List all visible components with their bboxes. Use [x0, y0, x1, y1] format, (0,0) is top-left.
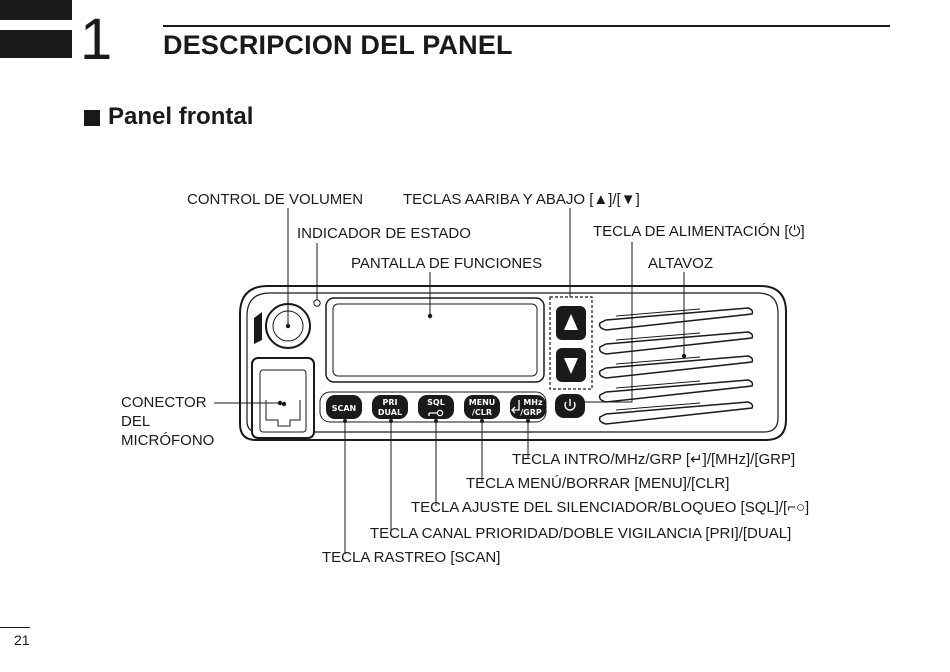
grp-key-label: /GRP — [520, 408, 542, 417]
page-number: 21 — [14, 632, 30, 648]
enter-mhz-grp-key: MHz /GRP — [510, 395, 546, 419]
key-lock-icon — [428, 412, 437, 416]
chapter-tab-lower — [0, 30, 72, 58]
label-function-display: PANTALLA DE FUNCIONES — [351, 255, 543, 272]
sql-key-label: SQL — [427, 398, 445, 407]
scan-key: SCAN — [326, 395, 362, 419]
chapter-title: DESCRIPCION DEL PANEL — [163, 30, 513, 60]
label-sql-key: TECLA AJUSTE DEL SILENCIADOR/BLOQUEO [SQ… — [411, 499, 810, 516]
clr-key-label: /CLR — [472, 408, 492, 417]
power-key — [555, 394, 585, 418]
menu-key-label: MENU — [469, 398, 496, 407]
enter-icon — [511, 400, 520, 414]
label-volume-control: CONTROL DE VOLUMEN — [187, 191, 364, 208]
radio-chassis-inner — [246, 292, 779, 433]
label-scan-key: TECLA RASTREO [SCAN] — [322, 549, 501, 566]
label-updown-keys: TECLAS AARIBA Y ABAJO [▲]/[▼] — [403, 191, 640, 208]
label-enter-key: TECLA INTRO/MHz/GRP [↵]/[MHz]/[GRP] — [512, 451, 796, 468]
chapter-rule — [163, 25, 890, 27]
updown-keys-group — [549, 296, 593, 390]
label-pri-key: TECLA CANAL PRIORIDAD/DOBLE VIGILANCIA [… — [370, 525, 792, 542]
section-bullet-icon — [84, 110, 100, 126]
label-mic-line2: DEL — [121, 413, 151, 430]
menu-clr-key: MENU /CLR — [464, 395, 500, 419]
label-menu-key: TECLA MENÚ/BORRAR [MENU]/[CLR] — [466, 475, 730, 492]
up-arrow-icon — [564, 314, 578, 330]
section-title: Panel frontal — [108, 103, 254, 130]
chapter-number: 1 — [80, 7, 113, 72]
label-mic-line1: CONECTOR — [121, 394, 207, 411]
status-indicator — [313, 299, 321, 307]
pri-key-label: PRI — [383, 398, 398, 407]
power-icon — [564, 399, 576, 411]
mhz-key-label: MHz — [523, 398, 543, 407]
chapter-tab-upper — [0, 0, 72, 20]
chassis-left-shade — [254, 312, 262, 344]
label-mic-line3: MICRÓFONO — [121, 432, 215, 449]
pri-dual-key: PRI DUAL — [372, 395, 408, 419]
label-power-key: TECLA DE ALIMENTACIÓN [⏻] — [593, 223, 805, 240]
page-rule — [0, 627, 30, 628]
label-speaker: ALTAVOZ — [648, 255, 714, 272]
speaker-grille — [598, 307, 754, 425]
sql-lock-key: SQL — [418, 395, 454, 419]
down-arrow-icon — [564, 358, 578, 374]
leader-lines — [214, 208, 685, 554]
label-status-indicator: INDICADOR DE ESTADO — [297, 225, 471, 242]
leader-dots — [277, 313, 687, 423]
dual-key-label: DUAL — [378, 408, 402, 417]
scan-key-label: SCAN — [332, 404, 357, 413]
